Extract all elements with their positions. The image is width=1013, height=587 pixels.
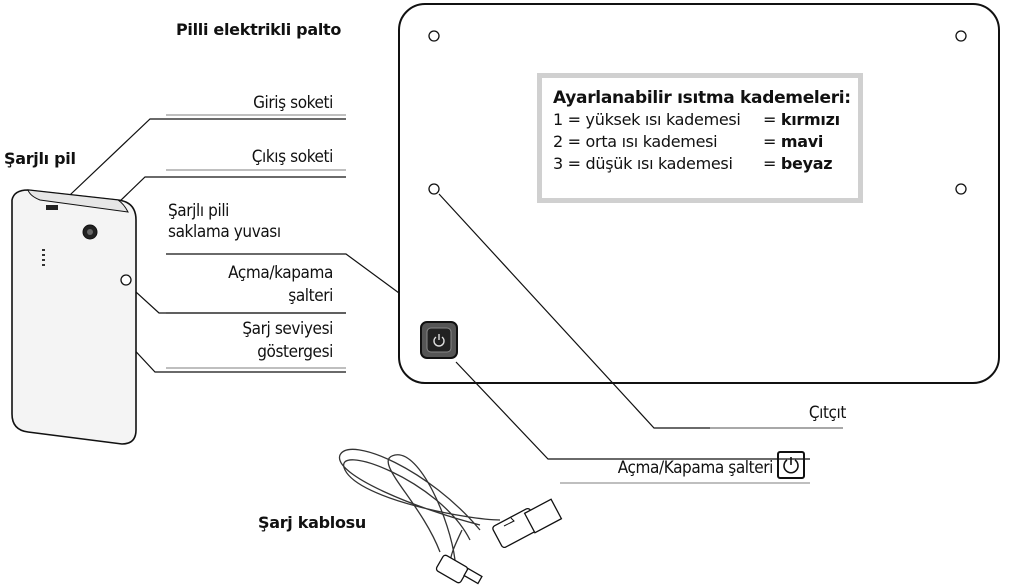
charge-level-leds xyxy=(42,249,45,266)
micro-usb-plug xyxy=(435,554,483,585)
snap-button-mid-left xyxy=(428,183,440,195)
battery-pocket-label-2: saklama yuvası xyxy=(168,222,281,242)
coat-title: Pilli elektrikli palto xyxy=(176,20,342,39)
level-label-2: göstergesi xyxy=(257,342,333,362)
leader-pocket xyxy=(166,253,400,294)
cable-title: Şarj kablosu xyxy=(258,513,366,532)
input-socket xyxy=(46,205,58,210)
charging-cable xyxy=(339,448,501,566)
coat-power-switch xyxy=(420,321,458,359)
snap-label: Çıtçıt xyxy=(808,403,847,423)
battery-pack xyxy=(11,189,137,445)
coat-onoff-label: Açma/Kapama şalteri xyxy=(617,458,774,478)
battery-onoff-button xyxy=(120,274,132,286)
input-socket-label: Giriş soketi xyxy=(253,93,333,113)
snap-button-top-left xyxy=(428,30,440,42)
leader-input-socket xyxy=(51,118,346,213)
legend-row: 1 = yüksek ısı kademesi = kırmızı xyxy=(553,109,858,131)
power-icon xyxy=(433,336,445,347)
output-socket-label: Çıkış soketi xyxy=(251,147,334,167)
legend-desc: 2 = orta ısı kademesi xyxy=(553,132,718,151)
onoff-label-1: Açma/kapama xyxy=(228,263,333,283)
legend-desc: 1 = yüksek ısı kademesi xyxy=(553,110,741,129)
legend-row: 3 = düşük ısı kademesi = beyaz xyxy=(553,153,858,175)
legend-row: 2 = orta ısı kademesi = mavi xyxy=(553,131,858,153)
usb-icon xyxy=(503,516,515,527)
snap-button-top-right xyxy=(955,30,967,42)
battery-pocket-label-1: Şarjlı pili xyxy=(168,201,230,221)
leader-coat-switch xyxy=(455,361,810,460)
legend-title: Ayarlanabilir ısıtma kademeleri: xyxy=(553,88,851,108)
heating-levels-legend: Ayarlanabilir ısıtma kademeleri: 1 = yük… xyxy=(537,73,863,203)
legend-value: = beyaz xyxy=(763,154,833,173)
power-icon xyxy=(777,451,805,479)
legend-desc: 3 = düşük ısı kademesi xyxy=(553,154,733,173)
snap-button-mid-right xyxy=(955,183,967,195)
usb-a-plug xyxy=(492,498,563,549)
legend-value: = mavi xyxy=(763,132,824,151)
legend-value: = kırmızı xyxy=(763,110,840,129)
onoff-label-2: şalteri xyxy=(288,286,333,306)
level-label-1: Şarj seviyesi xyxy=(242,319,333,339)
battery-title: Şarjlı pil xyxy=(4,149,76,168)
